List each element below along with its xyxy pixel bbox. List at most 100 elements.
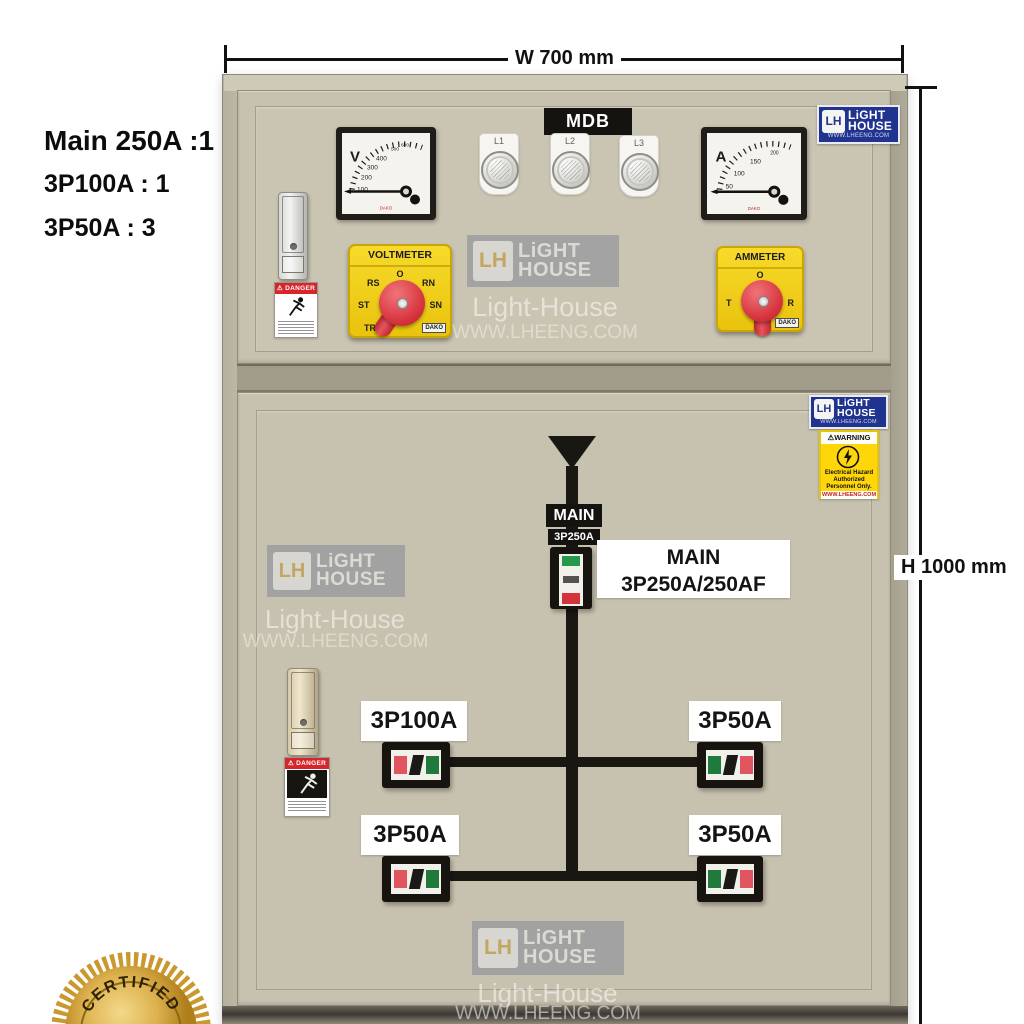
breaker-green-marker	[425, 870, 439, 888]
pilot-lamp-l3-label: L3	[633, 138, 644, 148]
mdb-nameplate: MDB	[544, 108, 632, 135]
warning-line1: Electrical Hazard	[824, 470, 874, 476]
main-breaker	[550, 547, 592, 609]
logo-word-house: HOUSE	[848, 119, 893, 133]
watermark-logo-left: LH LiGHT HOUSE	[267, 545, 405, 597]
spec-main-qty: Main 250A :1	[44, 125, 215, 156]
warning-line3: Personnel Only.	[826, 484, 872, 490]
voltmeter-brand: DAKO	[380, 206, 393, 211]
main-breaker-mid-label	[563, 576, 579, 583]
warning-site: WWW.LHEENG.COM	[821, 491, 877, 499]
branch-bus-line-row2	[438, 871, 712, 881]
seal-inner-ring	[80, 981, 182, 1024]
main-callout-line1: MAIN	[666, 546, 721, 569]
door-seam	[237, 364, 891, 392]
watermark-word-light: LiGHT	[518, 240, 581, 262]
main-breaker-red-label	[562, 593, 580, 604]
danger-fineprint	[278, 319, 314, 334]
watermark-word-house: HOUSE	[523, 946, 597, 968]
breaker-red-marker	[739, 870, 753, 888]
watermark-name-bottom: Light-House	[477, 978, 618, 1008]
height-dimension-label: H 1000 mm	[894, 555, 1014, 580]
logo-word-light: LiGHT	[848, 107, 886, 122]
certified-seal: CERTIFIED	[51, 952, 211, 1024]
danger-title: ⚠ DANGER	[285, 758, 329, 769]
main-breaker-tag: MAIN	[546, 504, 602, 527]
handle-plate	[291, 672, 315, 729]
watermark-site-center: WWW.LHEENG.COM	[452, 322, 638, 343]
main-breaker-rating-tag: 3P250A	[548, 529, 600, 545]
seal-disc	[65, 966, 197, 1024]
cabinet-base-shadow	[222, 1006, 908, 1024]
lighthouse-logo-lower: LH LiGHT HOUSE WWW.LHEENG.COM	[809, 395, 888, 429]
upper-door-handle	[278, 192, 308, 280]
danger-fineprint	[288, 799, 326, 813]
lower-panel-face	[256, 410, 872, 990]
breaker-toggle	[722, 869, 738, 889]
svg-text:100: 100	[734, 171, 745, 178]
branch-label-3p50a-row2: 3P50A	[689, 815, 781, 855]
logo-website: WWW.LHEENG.COM	[827, 133, 890, 139]
main-breaker-callout: MAIN 3P250A/250AF	[597, 540, 790, 598]
cabinet-top-edge	[224, 75, 906, 91]
electrocution-figure-icon	[300, 773, 318, 794]
breaker-green-marker	[707, 756, 721, 774]
breaker-toggle	[408, 755, 424, 775]
lower-door-handle	[287, 668, 319, 756]
svg-text:50: 50	[726, 184, 734, 191]
ammeter-switch-title: AMMETER	[718, 248, 802, 269]
vm-pos-rn: RN	[422, 278, 435, 288]
watermark-word-house: HOUSE	[316, 569, 387, 590]
voltmeter-face: V 100 200 300 400 500 600 DAKO	[344, 141, 423, 211]
pilot-lamp-l1-lens	[481, 151, 519, 189]
vm-pos-sn: SN	[429, 300, 442, 310]
branch-label-3p100a: 3P100A	[361, 701, 467, 741]
vm-pos-rs: RS	[367, 278, 380, 288]
handle-latch	[282, 256, 304, 273]
watermark-logo-center: LH LiGHT HOUSE	[467, 235, 619, 287]
danger-title: ⚠ DANGER	[275, 283, 317, 294]
warning-line2: Authorized	[833, 477, 865, 483]
electric-hazard-bolt-icon	[836, 445, 860, 469]
watermark-monogram-icon: LH	[273, 552, 311, 590]
am-pos-t: T	[726, 298, 732, 308]
height-dimension-tick-top	[905, 86, 937, 89]
voltmeter-zero-adjust-knob	[410, 194, 420, 205]
voltmeter-selector-switch: VOLTMETER O RS RN ST SN TR TN DAKO	[348, 244, 452, 340]
branch-bus-line-row1	[438, 757, 712, 767]
ammeter-selector-switch: AMMETER O T R DAKO	[716, 246, 804, 336]
handle-plate	[282, 196, 304, 253]
watermark-logo-bottom: LH LiGHT HOUSE	[472, 921, 624, 975]
voltmeter-switch-title: VOLTMETER	[350, 246, 450, 267]
width-dimension-label: W 700 mm	[508, 46, 621, 71]
logo-word-light: LiGHT	[837, 397, 870, 410]
watermark-monogram-icon: LH	[473, 241, 513, 281]
vm-pos-st: ST	[358, 300, 370, 310]
handle-keyhole	[289, 242, 297, 250]
breaker-red-marker	[393, 870, 407, 888]
breaker-green-marker	[707, 870, 721, 888]
watermark-monogram-icon: LH	[478, 928, 518, 968]
svg-text:150: 150	[750, 158, 761, 165]
voltmeter-switch-brand: DAKO	[422, 323, 446, 333]
ammeter-scale-ticks	[716, 140, 792, 191]
pilot-lamp-l1: L1	[479, 133, 519, 195]
breaker-red-marker	[393, 756, 407, 774]
watermark-name-left: Light-House	[264, 604, 406, 634]
watermark-word-house: HOUSE	[518, 259, 592, 281]
incoming-feed-funnel	[548, 436, 596, 469]
ammeter-brand: DAKO	[748, 206, 761, 211]
ammeter-unit: A	[716, 148, 727, 165]
main-callout-line2: 3P250A/250AF	[621, 573, 766, 597]
pilot-lamp-l1-label: L1	[493, 136, 504, 146]
warning-title: ⚠WARNING	[821, 432, 877, 444]
width-dimension-tick-left	[224, 45, 227, 73]
branch-breaker-2	[697, 742, 763, 788]
danger-sticker-lower: ⚠ DANGER	[284, 757, 330, 817]
branch-breaker-1	[382, 742, 450, 788]
svg-text:100: 100	[357, 187, 368, 194]
main-breaker-green-label	[562, 556, 580, 566]
svg-text:300: 300	[367, 165, 378, 172]
pilot-lamp-l2-lens	[552, 151, 590, 189]
vm-pos-o: O	[396, 269, 404, 279]
